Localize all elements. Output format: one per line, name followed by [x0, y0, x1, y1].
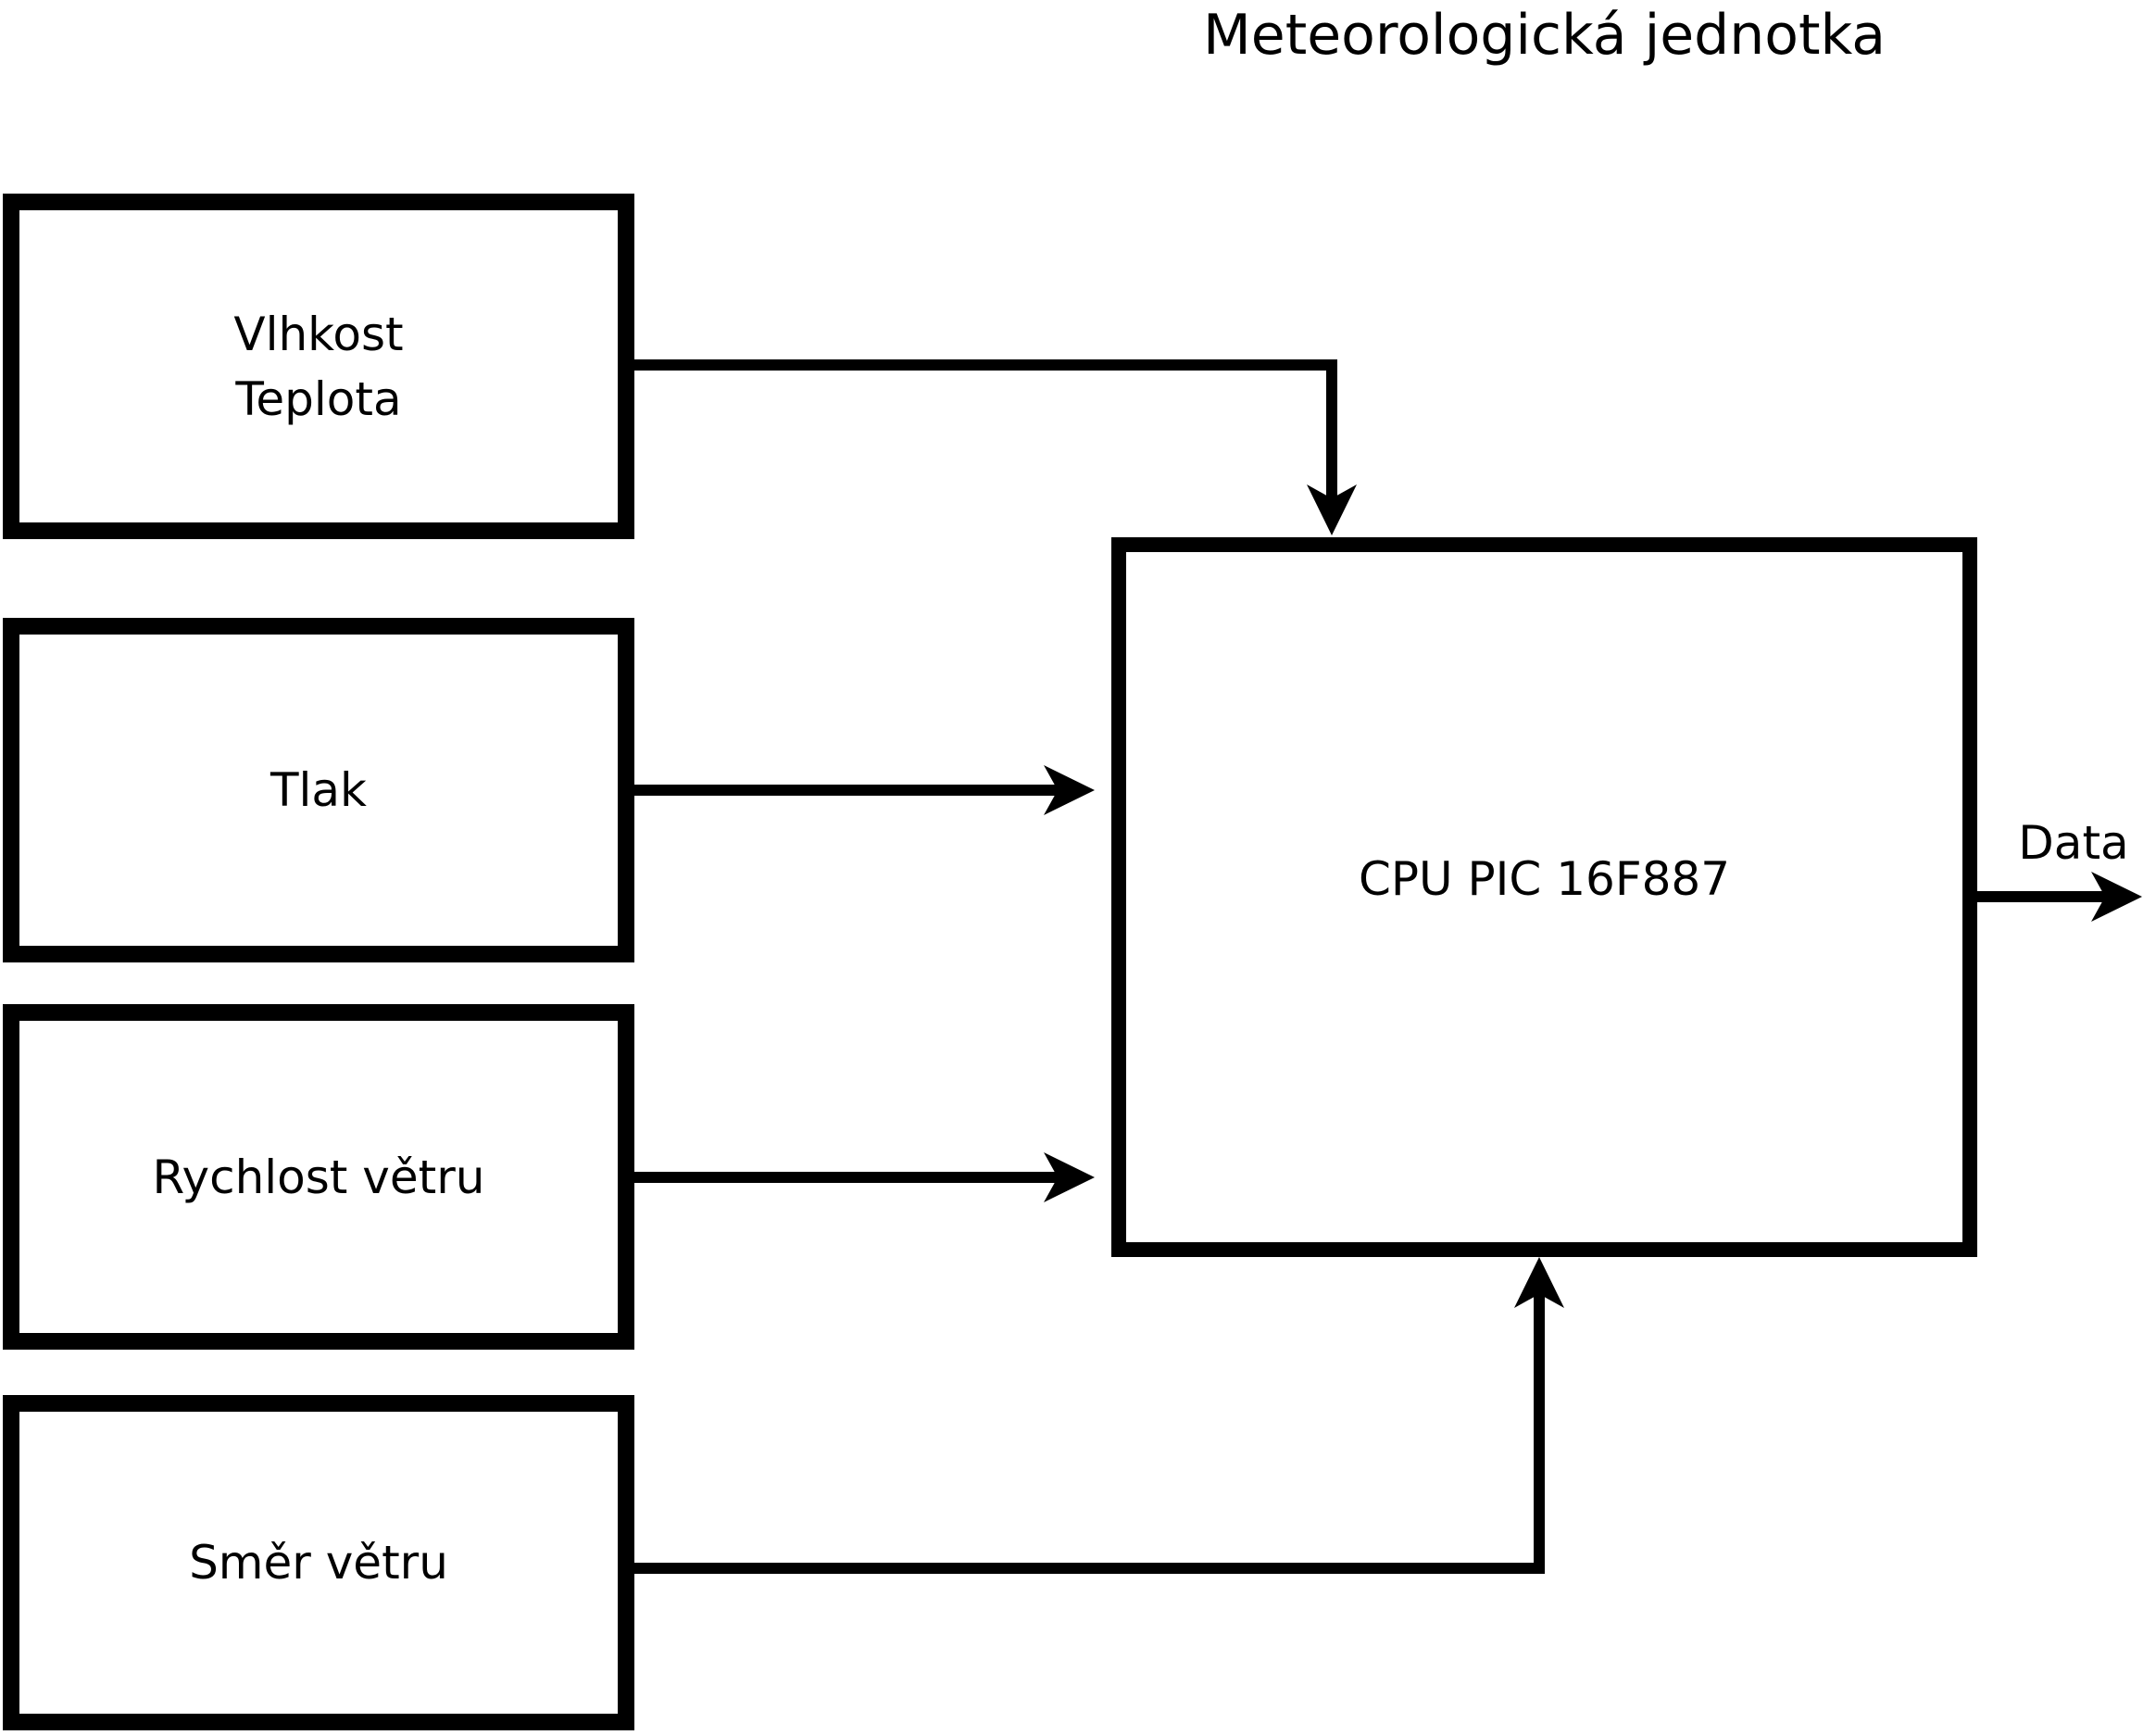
sensor-box-tlak: Tlak: [3, 618, 634, 962]
connector-smer-to-cpu: [634, 1292, 1545, 1574]
sensor-label-line: Teplota: [235, 371, 402, 426]
arrowhead-right-icon: [1044, 765, 1095, 815]
sensor-label-line: Směr větru: [189, 1536, 448, 1590]
sensor-label-line: Tlak: [270, 763, 368, 817]
arrowhead-right-icon: [1044, 1152, 1095, 1202]
data-output-label: Data: [2018, 816, 2129, 870]
sensor-box-smer-vetru: Směr větru: [3, 1395, 634, 1730]
arrowhead-right-icon: [2091, 872, 2142, 922]
sensor-box-vlhkost-teplota: Vlhkost Teplota: [3, 194, 634, 539]
cpu-box: CPU PIC 16F887: [1111, 537, 1977, 1257]
sensor-label-line: Rychlost větru: [152, 1150, 485, 1204]
connector-vlhkost-to-cpu: [634, 359, 1337, 500]
arrowhead-up-icon: [1514, 1257, 1564, 1308]
sensor-box-rychlost-vetru: Rychlost větru: [3, 1004, 634, 1350]
cpu-box-label: CPU PIC 16F887: [1358, 851, 1731, 906]
arrowhead-down-icon: [1307, 484, 1357, 535]
diagram-title: Meteorologická jednotka: [1203, 3, 1886, 68]
sensor-label-line: Vlhkost: [233, 307, 404, 361]
